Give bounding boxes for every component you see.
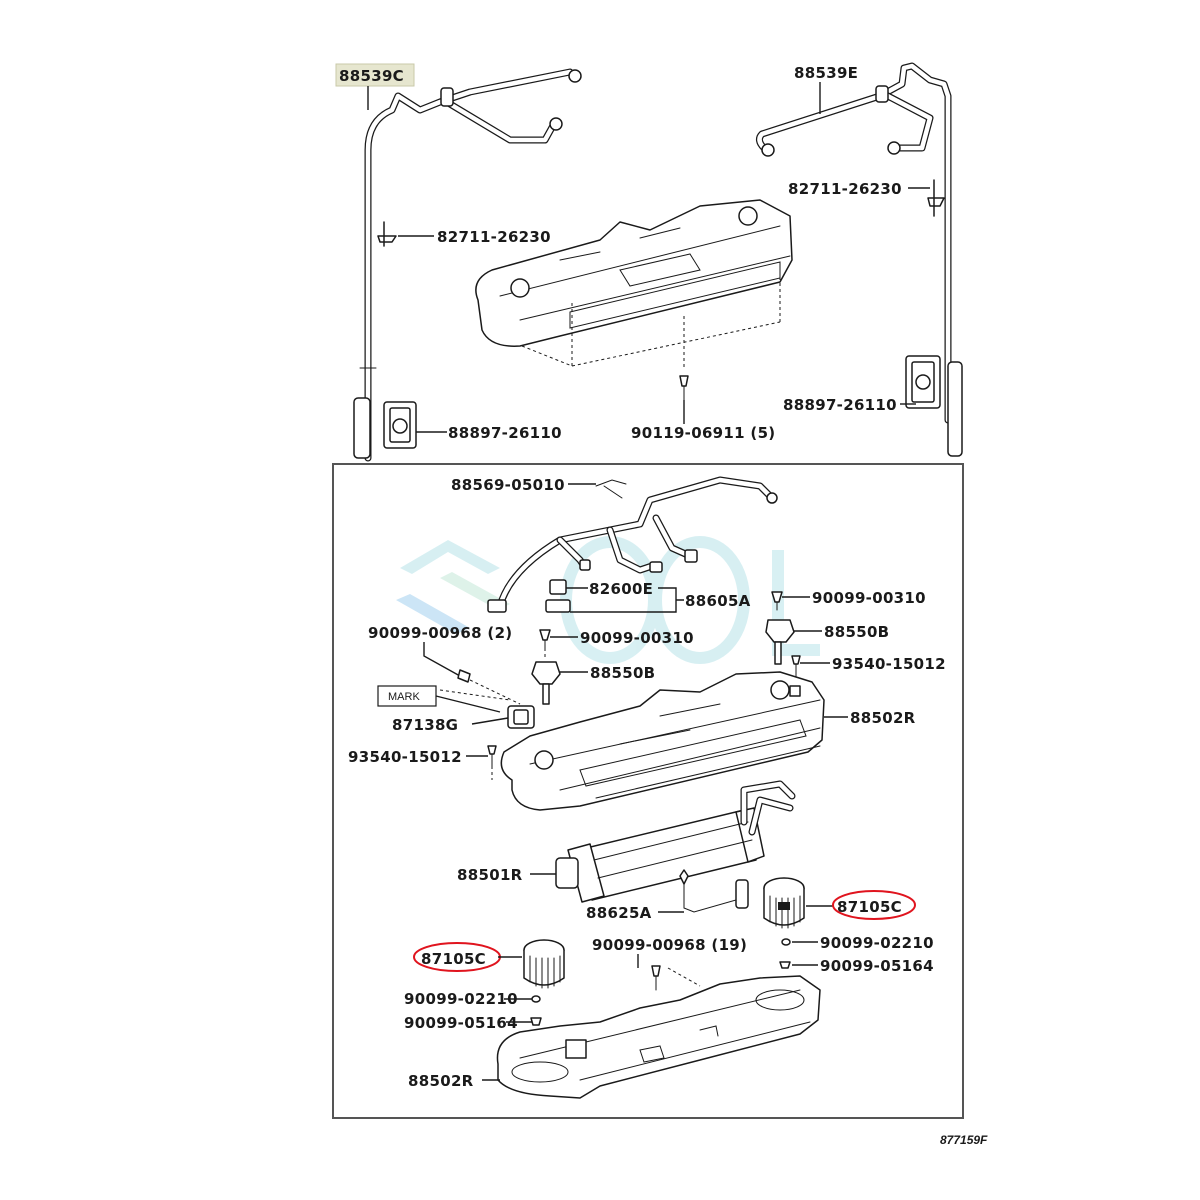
watermark-letter-o	[650, 536, 750, 664]
label-82711-26230-left: 82711-26230	[437, 228, 551, 246]
clip-90099-02210-left	[531, 995, 541, 1003]
blower-87105c-left	[523, 939, 565, 989]
grommet-right	[905, 355, 941, 409]
label-88539e: 88539E	[794, 64, 858, 82]
case-upper-88502r	[500, 671, 825, 811]
label-88501r: 88501R	[457, 866, 523, 884]
watermark-chevron	[400, 540, 500, 574]
label-90099-00310-mid: 90099-00310	[580, 629, 694, 647]
label-highlight-88539c	[335, 63, 415, 87]
clip-left	[377, 221, 397, 247]
label-90099-00310-right: 90099-00310	[812, 589, 926, 607]
screw-93540-left	[487, 745, 497, 780]
label-82711-26230-right: 82711-26230	[788, 180, 902, 198]
watermark	[396, 536, 820, 664]
label-87105c-right: 87105C	[837, 898, 902, 916]
actuator-88550b-right	[765, 619, 795, 665]
evaporator-88501r	[555, 780, 796, 903]
label-88502r-upper: 88502R	[850, 709, 916, 727]
wire-harness	[487, 476, 778, 613]
label-88569-05010: 88569-05010	[451, 476, 565, 494]
screw-90099-00310-right	[771, 591, 783, 611]
label-93540-15012-left: 93540-15012	[348, 748, 462, 766]
label-88539c: 88539C	[339, 67, 404, 85]
part-87138g	[507, 705, 535, 729]
clip-90099-05164-right	[779, 961, 791, 969]
label-90099-02210-right: 90099-02210	[820, 934, 934, 952]
screw-90099-00968-center	[651, 965, 701, 991]
upper-case-top	[475, 199, 793, 370]
screw-90099-00968-left	[457, 669, 521, 705]
label-88550b-right: 88550B	[824, 623, 889, 641]
clip-90099-05164-left	[530, 1017, 542, 1026]
pipe-88539c	[359, 68, 582, 462]
label-90119-06911: 90119-06911 (5)	[631, 424, 775, 442]
clip-90099-02210-right	[781, 938, 791, 946]
clip-right	[927, 179, 945, 217]
label-87105c-left: 87105C	[421, 950, 486, 968]
label-90099-05164-left: 90099-05164	[404, 1014, 518, 1032]
sensor-88569	[595, 479, 627, 499]
label-87138g: 87138G	[392, 716, 458, 734]
label-88897-26110-left: 88897-26110	[448, 424, 562, 442]
screw-93540-right	[791, 655, 801, 696]
label-93540-15012-right: 93540-15012	[832, 655, 946, 673]
screw-90099-00310-mid	[539, 629, 551, 660]
label-90099-00968-19: 90099-00968 (19)	[592, 936, 747, 954]
label-90099-00968-2: 90099-00968 (2)	[368, 624, 512, 642]
pipe-88539e	[755, 62, 963, 457]
case-lower-88502r	[496, 975, 821, 1099]
grommet-left	[353, 397, 417, 459]
label-88605a: 88605A	[685, 592, 751, 610]
mark-label: MARK	[388, 691, 420, 703]
label-88502r-lower: 88502R	[408, 1072, 474, 1090]
figure-id: 877159F	[940, 1133, 988, 1147]
highlight-oval-right	[832, 890, 916, 920]
label-90099-02210-left: 90099-02210	[404, 990, 518, 1008]
watermark-stripe-blue	[396, 594, 470, 634]
label-88897-26110-right: 88897-26110	[783, 396, 897, 414]
label-88625a: 88625A	[586, 904, 652, 922]
blower-87105c-right	[763, 877, 805, 929]
assembly-frame	[332, 463, 964, 1119]
label-82600e: 82600E	[589, 580, 653, 598]
actuator-88550b-left	[531, 661, 561, 705]
screw-90119	[679, 375, 689, 401]
label-88550b-left: 88550B	[590, 664, 655, 682]
label-90099-05164-right: 90099-05164	[820, 957, 934, 975]
thermistor-88625a	[679, 869, 749, 913]
